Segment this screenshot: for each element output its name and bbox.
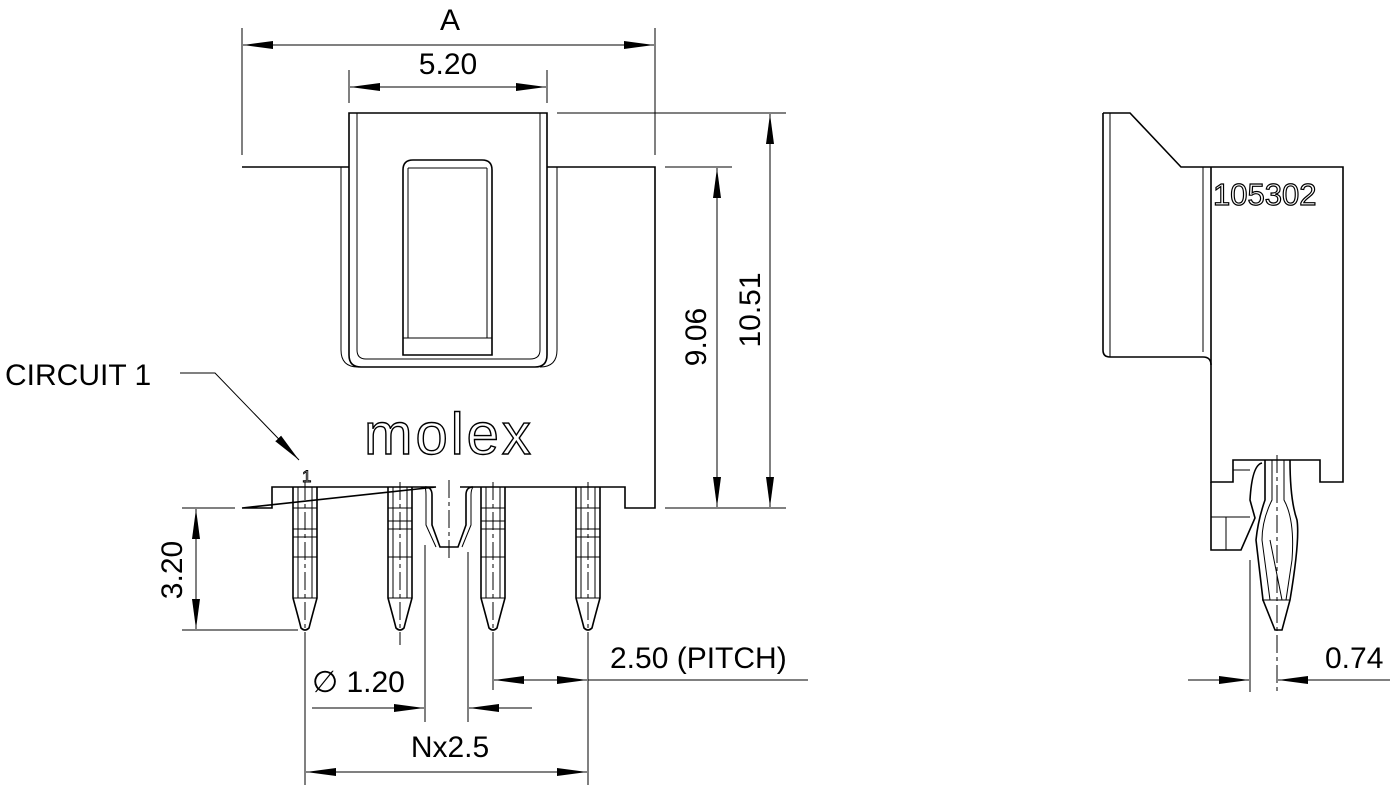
svg-text:Nx2.5: Nx2.5 [411, 731, 489, 764]
svg-text:3.20: 3.20 [156, 541, 189, 599]
pin-2 [387, 482, 413, 645]
dimension-body-height: 9.06 [665, 166, 732, 507]
side-body [1210, 166, 1344, 483]
dimension-pin-width: 0.74 [1188, 560, 1390, 692]
pin-1 [292, 482, 318, 645]
svg-text:A: A [440, 4, 460, 37]
side-latch [1102, 112, 1212, 366]
dimension-latch-width: 5.20 [348, 48, 548, 103]
circuit-1-callout: CIRCUIT 1 1 [5, 359, 312, 486]
svg-text:9.06: 9.06 [680, 308, 713, 366]
part-number: 105302 [1213, 177, 1316, 212]
svg-text:5.20: 5.20 [419, 48, 477, 81]
latch-tower [348, 112, 548, 368]
dimension-span: Nx2.5 [304, 645, 589, 785]
latch-window [402, 159, 493, 356]
housing-outline [241, 166, 656, 509]
side-pin [1255, 459, 1299, 631]
molex-logo: molex [364, 402, 534, 467]
pin-3 [480, 482, 506, 690]
svg-text:0.74: 0.74 [1325, 642, 1383, 675]
svg-text:CIRCUIT 1: CIRCUIT 1 [5, 359, 151, 392]
dimension-a: A [241, 4, 656, 155]
side-view: 105302 [1102, 112, 1344, 695]
svg-text:∅ 1.20: ∅ 1.20 [312, 666, 405, 699]
dimension-total-height: 10.51 [557, 112, 786, 509]
pin-4 [575, 482, 601, 645]
svg-text:1: 1 [302, 467, 311, 486]
front-view: molex [241, 112, 656, 690]
svg-text:10.51: 10.51 [734, 272, 767, 347]
svg-text:2.50 (PITCH): 2.50 (PITCH) [610, 642, 787, 675]
dimension-peg-diameter: ∅ 1.20 [312, 545, 532, 722]
dimension-pin-length: 3.20 [156, 507, 298, 631]
dimension-pitch: 2.50 (PITCH) [492, 640, 808, 690]
